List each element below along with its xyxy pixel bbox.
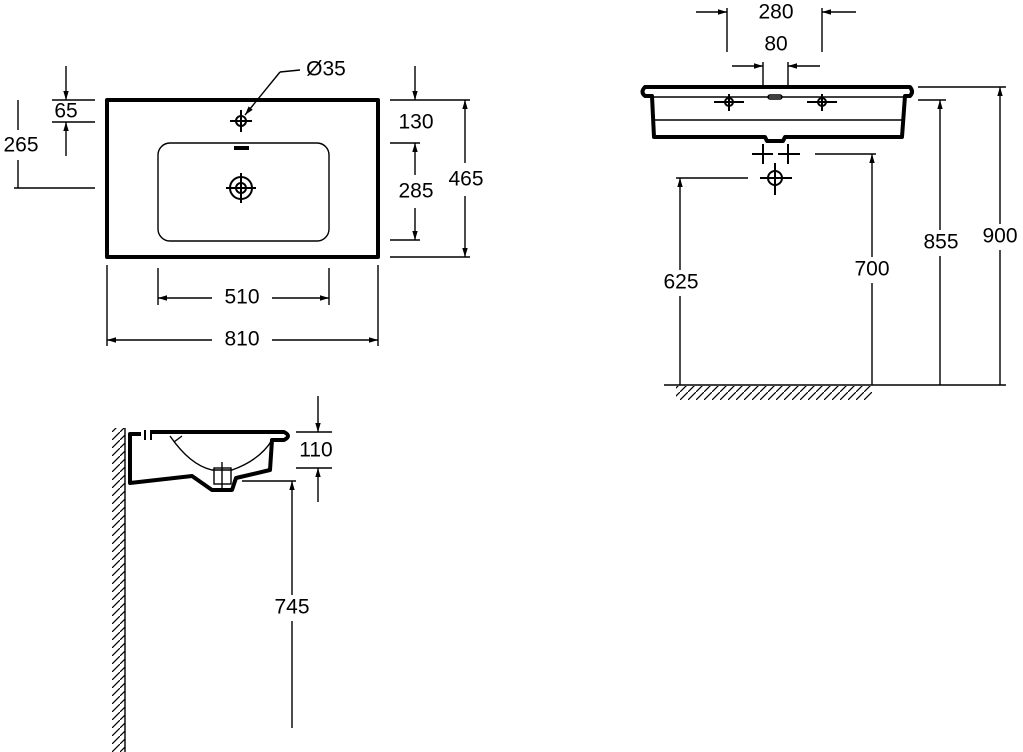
wall-hatch xyxy=(112,428,125,752)
basin-outline xyxy=(105,98,380,259)
dim-855: 855 xyxy=(923,231,958,254)
tap-hole-icon xyxy=(230,110,252,132)
dim-130: 130 xyxy=(398,111,433,134)
dim-510: 510 xyxy=(224,286,259,309)
tap-hole-left-icon xyxy=(714,94,744,111)
dim-625: 625 xyxy=(663,271,698,294)
top-view: Ø35 65 265 130 285 465 510 810 xyxy=(3,58,483,351)
dim-745: 745 xyxy=(274,596,309,619)
dim-810: 810 xyxy=(224,328,259,351)
bowl-outline xyxy=(157,142,330,242)
drain-outlet-icon xyxy=(760,163,792,195)
dim-tap-hole-diameter: Ø35 xyxy=(306,58,346,81)
dim-465: 465 xyxy=(448,168,483,191)
dim-700: 700 xyxy=(854,258,889,281)
dim-900: 900 xyxy=(982,225,1017,248)
front-view: 280 80 625 700 855 900 xyxy=(640,1,1023,400)
dim-285: 285 xyxy=(398,180,433,203)
side-view: 110 745 xyxy=(112,396,333,752)
dim-110: 110 xyxy=(299,439,332,462)
tap-hole-right-icon xyxy=(807,94,837,111)
basin-side-profile xyxy=(128,430,290,492)
fixing-points-icon xyxy=(752,144,800,164)
drain-icon xyxy=(226,173,256,203)
dim-80: 80 xyxy=(764,33,787,56)
dim-65: 65 xyxy=(54,100,77,123)
basin-front-outline xyxy=(640,85,914,143)
dim-280: 280 xyxy=(758,1,793,24)
dim-265: 265 xyxy=(3,134,38,157)
floor-hatch xyxy=(676,386,872,400)
